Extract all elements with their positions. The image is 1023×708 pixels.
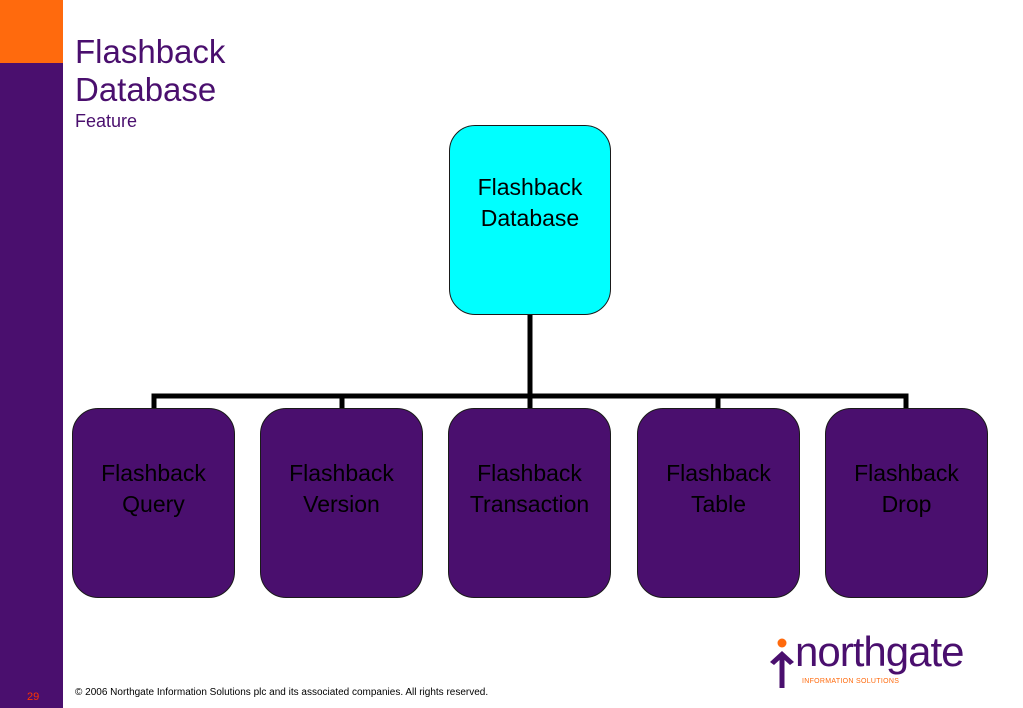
logo-arrow: [770, 651, 794, 688]
copyright-notice: © 2006 Northgate Information Solutions p…: [75, 687, 489, 698]
sidebar-band: [0, 0, 63, 708]
page-number: 29: [27, 691, 40, 703]
node-flashback-query: Flashback Query: [72, 408, 235, 598]
node-label: Flashback Version: [289, 460, 394, 517]
slide-title-line-2: Database: [75, 71, 217, 108]
node-label: Flashback Table: [666, 460, 771, 517]
node-label: Flashback Database: [477, 174, 583, 231]
up-arrow-person-icon: [770, 638, 794, 688]
northgate-logo: northgate INFORMATION SOLUTIONS: [768, 628, 1008, 692]
node-flashback-database: Flashback Database: [449, 125, 611, 315]
logo-dot: [777, 638, 787, 648]
node-flashback-table: Flashback Table: [637, 408, 800, 598]
node-flashback-transaction: Flashback Transaction: [448, 408, 611, 598]
node-label: Flashback Drop: [854, 460, 959, 517]
node-label: Flashback Query: [101, 460, 206, 517]
node-label: Flashback Transaction: [469, 460, 590, 517]
sidebar-accent-block: [0, 0, 63, 63]
logo-wordmark: northgate: [795, 628, 964, 675]
logo-tagline: INFORMATION SOLUTIONS: [802, 678, 900, 685]
slide-title-line-1: Flashback: [75, 33, 226, 70]
slide-title: Flashback Database Feature: [75, 33, 375, 131]
slide-subtitle: Feature: [75, 111, 138, 131]
node-flashback-version: Flashback Version: [260, 408, 423, 598]
node-flashback-drop: Flashback Drop: [825, 408, 988, 598]
